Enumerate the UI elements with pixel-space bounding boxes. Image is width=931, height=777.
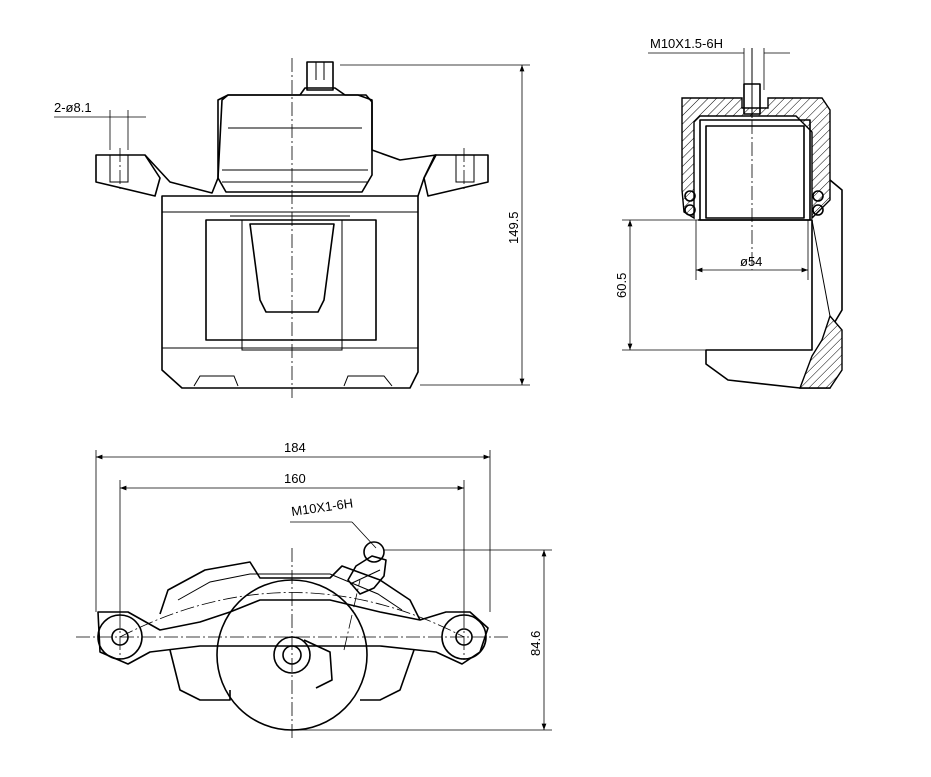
side-view-dimensions [95,450,552,731]
bleeder-thread-label: M10X1-6H [290,495,354,519]
bore-diameter-label: ø54 [740,254,762,269]
side-view [76,541,510,740]
section-view [681,48,843,389]
mount-spacing-label: 160 [284,471,306,486]
overall-width-label: 184 [284,440,306,455]
thread-top-label: M10X1.5-6H [650,36,723,51]
hole-callout-label: 2-ø8.1 [54,100,92,115]
front-view [95,58,489,398]
height-label-side: 84.6 [528,631,543,656]
front-view-dimensions [54,64,530,386]
piston-depth-label: 60.5 [614,273,629,298]
height-label-front: 149.5 [506,211,521,244]
section-view-dimensions [622,48,809,351]
